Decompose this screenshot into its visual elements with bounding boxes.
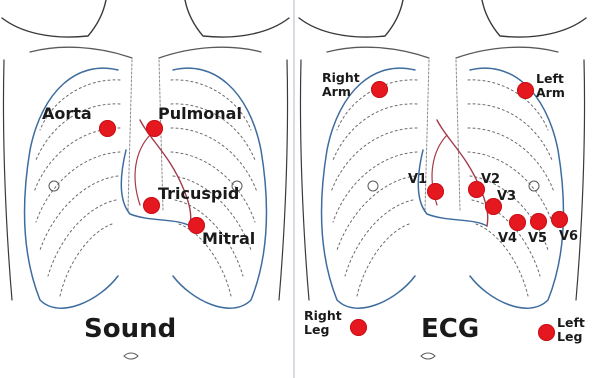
right-arm-label: Right Arm <box>322 71 374 100</box>
v3-label: V3 <box>497 190 516 203</box>
aorta-label: Aorta <box>42 106 92 122</box>
v5-label: V5 <box>528 232 547 245</box>
left-arm-label-line1: Left <box>536 71 564 86</box>
pulmonal-label: Pulmonal <box>158 106 242 122</box>
left-leg-label-line2: Leg <box>557 329 582 344</box>
v5-dot <box>530 213 547 230</box>
v2-label: V2 <box>481 173 500 186</box>
right-arm-label-line1: Right <box>322 70 360 85</box>
left-leg-label: Left Leg <box>557 316 588 345</box>
tricuspid-dot <box>143 197 160 214</box>
left-leg-dot <box>538 324 555 341</box>
panel-divider-line <box>293 0 295 378</box>
left-leg-label-line1: Left <box>557 315 585 330</box>
v6-label: V6 <box>559 230 578 243</box>
sound-caption: Sound <box>84 316 176 342</box>
left-arm-dot <box>517 82 534 99</box>
left-arm-label: Left Arm <box>536 72 588 101</box>
v1-dot <box>427 183 444 200</box>
ecg-caption: ECG <box>421 316 479 342</box>
sound-panel: Aorta Pulmonal Tricuspid Mitral Sound <box>0 0 291 378</box>
tricuspid-label: Tricuspid <box>158 186 239 202</box>
v4-dot <box>509 214 526 231</box>
v4-label: V4 <box>498 232 517 245</box>
v6-dot <box>551 211 568 228</box>
right-arm-label-line2: Arm <box>322 84 351 99</box>
ecg-panel: Right Arm Left Arm Right Leg Left Leg V1… <box>297 0 588 378</box>
left-arm-label-line2: Arm <box>536 85 565 100</box>
v1-label: V1 <box>408 173 427 186</box>
right-leg-label-line2: Leg <box>304 322 329 337</box>
mitral-label: Mitral <box>202 231 255 247</box>
right-leg-label: Right Leg <box>304 309 356 338</box>
aorta-dot <box>99 120 116 137</box>
right-leg-label-line1: Right <box>304 308 342 323</box>
